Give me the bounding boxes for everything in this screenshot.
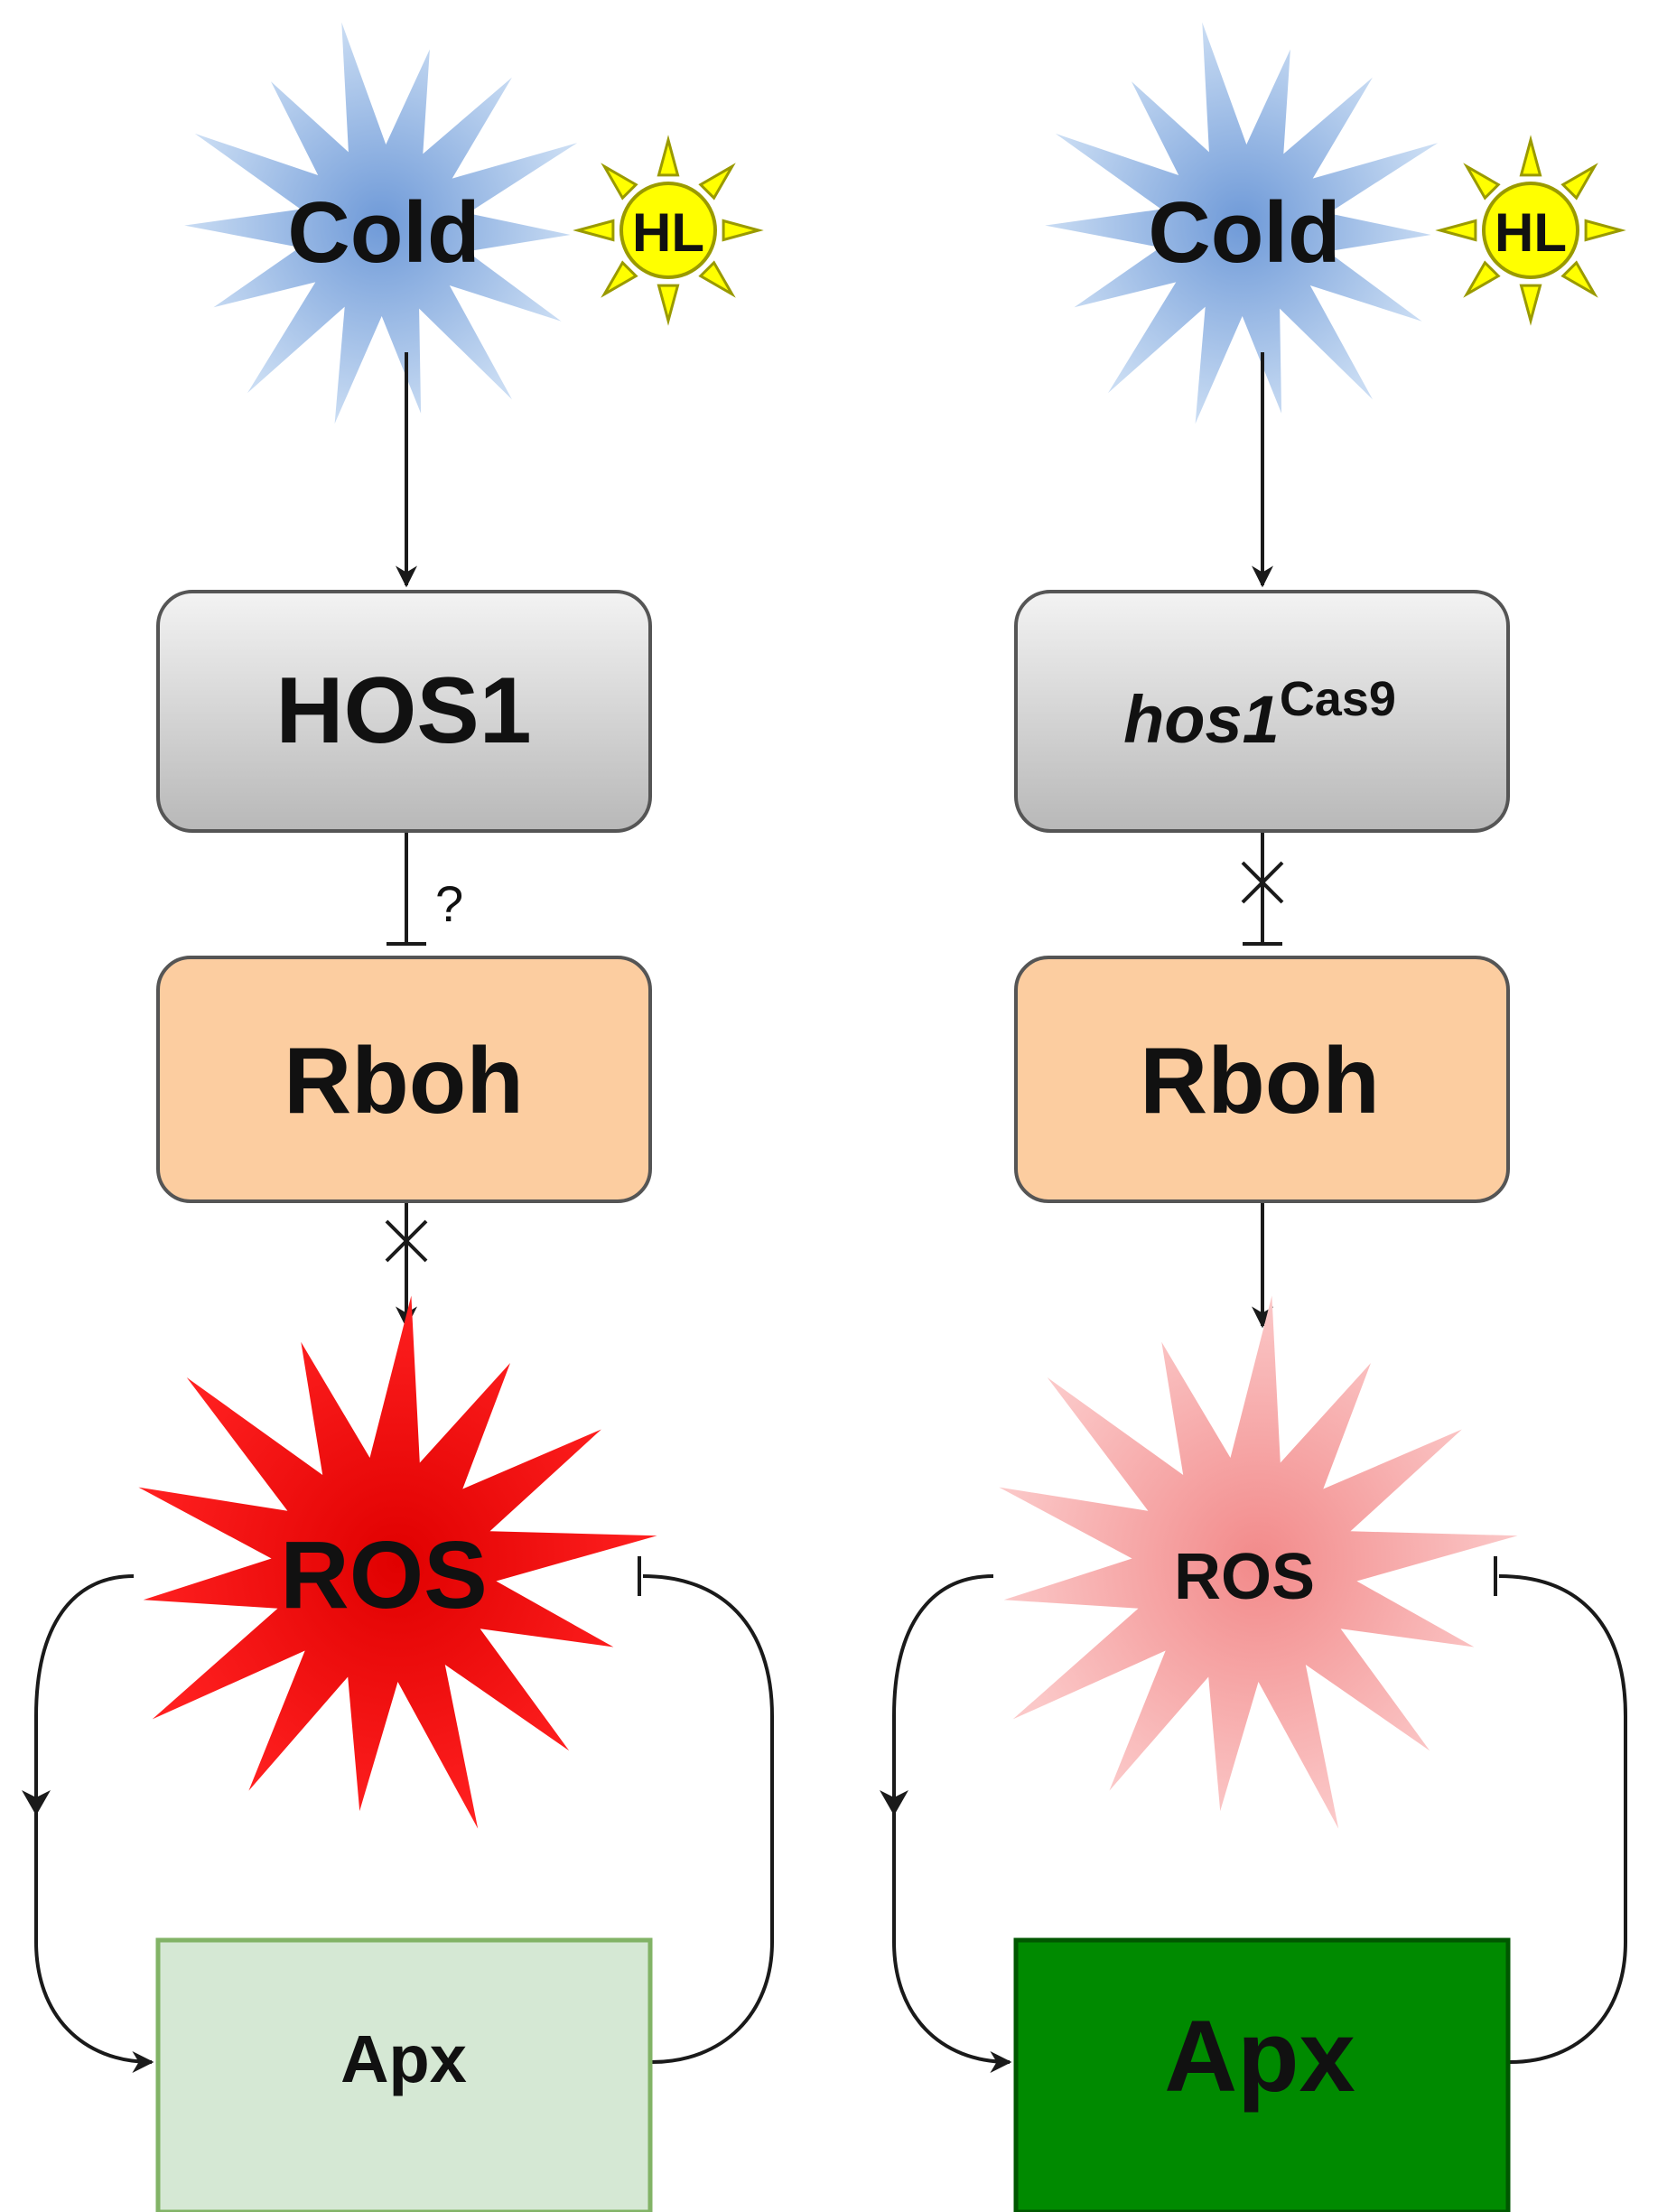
left-apx-inhibits-ros [638, 1556, 774, 2064]
left-rboh-to-ros-blocked-arrow [385, 1203, 428, 1329]
right-sun-ray [1519, 284, 1542, 326]
left-panel: Cold HL HOS1 ? Rboh [22, 22, 774, 2212]
right-panel: Cold HL hos1Cas9 Rboh ROS [880, 22, 1627, 2212]
right-regulator-box [1014, 590, 1510, 833]
left-scavenger-node: Apx [155, 1937, 653, 2212]
left-ros-burst-shape [138, 1295, 657, 1829]
left-sun-ray [657, 135, 680, 177]
right-light-stimulus: HL [1435, 135, 1626, 326]
right-ros-to-apx-arrow [892, 1574, 1012, 2073]
right-sun-core [1482, 182, 1579, 279]
left-sun-ray [601, 163, 638, 201]
left-ros-to-apx-arrow [34, 1574, 154, 2073]
right-ros-to-apx-mid-arrowhead [880, 1790, 908, 1815]
left-ros-label: ROS [280, 1522, 488, 1629]
left-uncertain-mark: ? [435, 875, 463, 932]
right-regulator-label: hos1Cas9 [1123, 672, 1396, 757]
right-regulator-node: hos1Cas9 [1014, 590, 1510, 833]
left-sun-rays [573, 135, 764, 326]
right-cold-label: Cold [1148, 184, 1340, 281]
left-rboh-node: Rboh [156, 956, 652, 1203]
right-cold-burst-shape [1045, 22, 1439, 425]
left-sun-ray [573, 219, 615, 242]
right-rboh-label: Rboh [1140, 1029, 1380, 1134]
left-cold-stimulus: Cold [184, 22, 578, 425]
left-regulator-box [156, 590, 652, 833]
left-rboh-label: Rboh [284, 1029, 524, 1134]
right-sun-ray [1463, 260, 1501, 298]
right-sun-ray [1560, 260, 1598, 298]
left-regulator-inhibits-rboh: ? [387, 833, 463, 946]
left-regulator-node: HOS1 [156, 590, 652, 833]
right-hl-label: HL [1495, 202, 1567, 263]
right-sun-ray [1560, 163, 1598, 201]
left-regulator-label: HOS1 [275, 658, 531, 763]
right-scavenger-node: Apx [1013, 1937, 1511, 2212]
right-rboh-box [1014, 956, 1510, 1203]
left-scavenger-label: Apx [340, 2021, 467, 2096]
right-sun-ray [1463, 163, 1501, 201]
left-light-stimulus: HL [573, 135, 764, 326]
right-ros-node: ROS [999, 1295, 1518, 1829]
left-sun-ray [698, 163, 736, 201]
left-ros-to-apx-mid-arrowhead [22, 1790, 51, 1815]
left-sun-ray [657, 284, 680, 326]
right-sun-ray [1584, 219, 1626, 242]
left-rboh-box [156, 956, 652, 1203]
right-ros-burst-shape [999, 1295, 1518, 1829]
right-sun-ray [1435, 219, 1477, 242]
right-scavenger-label: Apx [1164, 2000, 1355, 2113]
right-regulator-inhibition-blocked [1241, 833, 1284, 946]
left-cold-label: Cold [287, 184, 480, 281]
right-rboh-node: Rboh [1014, 956, 1510, 1203]
left-cold-burst-shape [184, 22, 578, 425]
left-sun-ray [601, 260, 638, 298]
right-ros-label: ROS [1174, 1541, 1315, 1613]
right-scavenger-box [1013, 1937, 1511, 2212]
right-sun-rays [1435, 135, 1626, 326]
right-sun-ray [1519, 135, 1542, 177]
right-cold-stimulus: Cold [1045, 22, 1439, 425]
left-scavenger-box [155, 1937, 653, 2212]
left-ros-node: ROS [138, 1295, 657, 1829]
left-sun-core [619, 182, 717, 279]
right-apx-inhibits-ros [1494, 1556, 1627, 2064]
left-sun-ray [698, 260, 736, 298]
left-hl-label: HL [632, 202, 704, 263]
left-sun-ray [722, 219, 764, 242]
